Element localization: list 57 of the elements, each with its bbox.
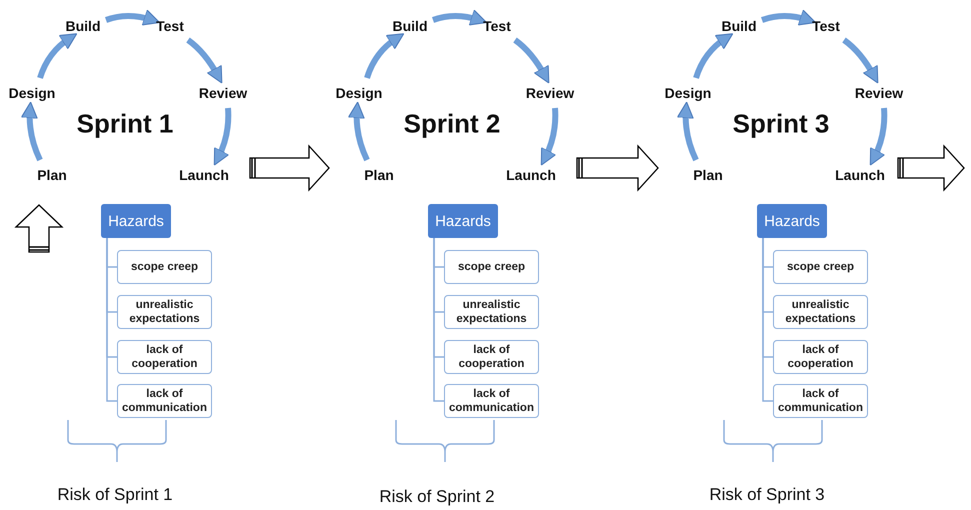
curved-arrow	[37, 33, 78, 79]
curved-arrow	[540, 108, 558, 166]
curved-arrow	[432, 10, 488, 26]
stage-label: Design	[8, 85, 56, 101]
stage-label: Plan	[37, 167, 67, 183]
hazard-box: scope creep	[117, 250, 212, 284]
curved-arrow	[214, 108, 232, 166]
curved-arrow	[513, 38, 550, 84]
hazard-box: lack of cooperation	[444, 340, 539, 374]
category-box: Hazards	[101, 204, 171, 238]
hazard-box: lack of communication	[117, 384, 212, 418]
stage-label: Launch	[835, 167, 885, 183]
curved-arrow	[186, 38, 222, 84]
stage-label: Test	[156, 18, 184, 34]
sprint-title: Sprint 1	[76, 108, 174, 140]
stage-label: Review	[198, 85, 248, 101]
hazard-box: unrealistic expectations	[444, 295, 539, 329]
hazard-box: lack of communication	[444, 384, 539, 418]
stage-label: Review	[526, 85, 574, 101]
hazard-box: scope creep	[773, 250, 868, 284]
connector-line	[433, 238, 444, 402]
risk-caption: Risk of Sprint 3	[709, 485, 825, 505]
curved-arrow	[870, 108, 888, 166]
curved-arrow	[842, 38, 878, 84]
hazard-box: lack of cooperation	[773, 340, 868, 374]
category-box: Hazards	[757, 204, 827, 238]
stage-label: Launch	[506, 167, 556, 183]
hazard-box: unrealistic expectations	[117, 295, 212, 329]
risk-caption: Risk of Sprint 1	[57, 485, 173, 505]
stage-label: Plan	[364, 167, 394, 183]
stage-label: Review	[854, 85, 904, 101]
stage-label: Launch	[179, 167, 229, 183]
stage-label: Build	[392, 18, 428, 34]
risk-caption: Risk of Sprint 2	[379, 487, 495, 507]
stage-label: Design	[336, 85, 382, 101]
connector-line	[106, 238, 117, 402]
curved-arrow	[677, 102, 699, 162]
hazard-box: lack of cooperation	[117, 340, 212, 374]
stage-label: Build	[66, 18, 100, 34]
curved-arrow	[21, 102, 43, 162]
stage-label: Test	[483, 18, 511, 34]
curved-arrow	[105, 10, 160, 26]
hazard-box: scope creep	[444, 250, 539, 284]
connector-line	[762, 238, 773, 402]
curved-arrow	[348, 102, 370, 162]
sprint-title: Sprint 2	[404, 108, 500, 140]
stage-label: Test	[812, 18, 840, 34]
hazard-box: lack of communication	[773, 384, 868, 418]
curved-arrow	[761, 10, 816, 26]
curved-arrow	[693, 33, 734, 79]
hazard-box: unrealistic expectations	[773, 295, 868, 329]
curved-arrow	[364, 33, 404, 79]
sprint-title: Sprint 3	[732, 108, 830, 140]
stage-label: Design	[664, 85, 712, 101]
stage-label: Plan	[693, 167, 723, 183]
category-box: Hazards	[428, 204, 498, 238]
stage-label: Build	[722, 18, 756, 34]
